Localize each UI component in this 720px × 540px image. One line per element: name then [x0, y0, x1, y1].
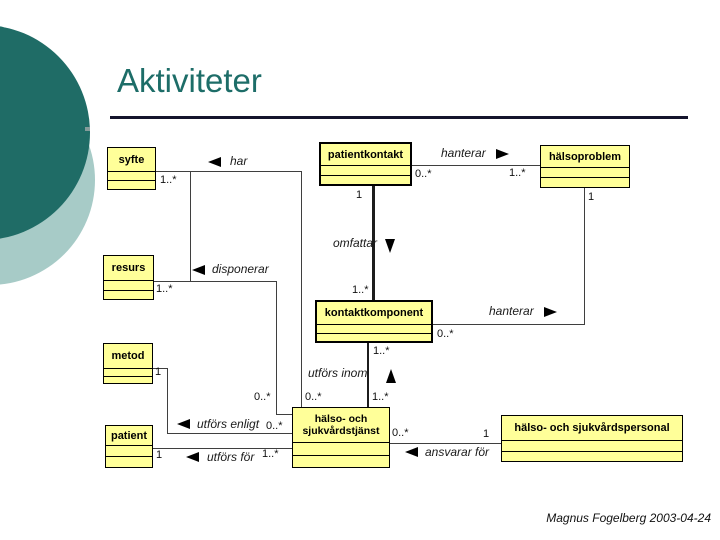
class-name-resurs: resurs	[111, 262, 146, 274]
line-hanterar-top	[412, 165, 540, 166]
class-name-halso-och-sjukvardspersonal: hälso- och sjukvårdspersonal	[514, 422, 670, 434]
line-ansvarar-for	[390, 443, 501, 444]
arrow-up-icon	[386, 369, 396, 383]
line-har-vertical	[301, 171, 302, 407]
attributes-compartment	[502, 440, 682, 451]
class-halsoproblem: hälsoproblem	[540, 145, 630, 188]
line-utfors-enligt-stub	[152, 368, 168, 369]
association-label-ansvarar-for: ansvarar för	[425, 445, 490, 459]
multiplicity-patient: 1	[156, 449, 163, 461]
arrow-right-icon	[496, 149, 509, 159]
class-resurs: resurs	[103, 255, 154, 300]
attributes-compartment	[541, 167, 629, 177]
association-label-utfors-enligt: utförs enligt	[197, 417, 260, 431]
class-name-halsoproblem: hälsoproblem	[548, 150, 622, 163]
operations-compartment	[108, 180, 155, 189]
attributes-compartment	[108, 171, 155, 180]
association-label-omfattar: omfattar	[333, 236, 378, 250]
multiplicity-metod: 1	[155, 366, 162, 378]
multiplicity-tjanst-disponerar: 0..*	[254, 391, 271, 403]
arrow-left-icon	[186, 452, 199, 462]
arrow-down-icon	[385, 239, 395, 253]
association-label-hanterar-top: hanterar	[441, 146, 486, 160]
multiplicity-patientkontakt-omfattar: 1	[356, 189, 363, 201]
attributes-compartment	[104, 368, 152, 376]
operations-compartment	[321, 174, 410, 185]
arrow-left-icon	[177, 419, 190, 429]
multiplicity-tjanst-ansvarar: 0..*	[392, 427, 409, 439]
class-patient: patient	[105, 425, 153, 468]
multiplicity-kontaktkomponent-omfattar: 1..*	[352, 284, 369, 296]
line-utfors-for	[152, 448, 292, 449]
multiplicity-halsoproblem-hanterar: 1..*	[509, 167, 526, 179]
operations-compartment	[293, 454, 389, 468]
multiplicity-personal-ansvarar: 1	[483, 428, 490, 440]
operations-compartment	[317, 332, 431, 342]
class-patientkontakt: patientkontakt	[319, 142, 412, 186]
artifact-dot	[85, 127, 90, 131]
class-name-halso-och-sjukvardstjanst: hälso- och sjukvårdstjänst	[302, 413, 380, 437]
multiplicity-patientkontakt-hanterar: 0..*	[415, 168, 432, 180]
line-disponerar-elbow	[276, 414, 293, 415]
operations-compartment	[104, 375, 152, 384]
attributes-compartment	[293, 442, 389, 455]
arrow-left-icon	[192, 265, 205, 275]
class-name-patient: patient	[110, 429, 148, 442]
class-metod: metod	[103, 343, 153, 384]
slide-title: Aktiviteter	[117, 62, 262, 99]
class-halso-och-sjukvardstjanst: hälso- och sjukvårdstjänst	[292, 407, 390, 468]
multiplicity-tjanst-har: 0..*	[305, 391, 322, 403]
class-name-syfte: syfte	[118, 153, 145, 166]
line-disponerar-vertical	[276, 281, 277, 415]
multiplicity-tjanst-utfors-inom: 1..*	[372, 391, 389, 403]
line-utfors-inom	[367, 343, 369, 407]
operations-compartment	[541, 177, 629, 187]
class-halso-och-sjukvardspersonal: hälso- och sjukvårdspersonal	[501, 415, 683, 462]
line-utfors-enligt-horizontal	[167, 433, 292, 434]
multiplicity-resurs: 1..*	[156, 283, 173, 295]
multiplicity-halsoproblem-hanterar-right: 1	[588, 191, 595, 203]
association-label-har: har	[230, 154, 248, 168]
attributes-compartment	[106, 445, 152, 456]
class-syfte: syfte	[107, 147, 156, 190]
line-har-horizontal	[156, 171, 302, 172]
association-label-utfors-inom: utförs inom	[308, 366, 368, 380]
multiplicity-tjanst-utfors-for: 1..*	[262, 448, 279, 460]
attributes-compartment	[321, 165, 410, 175]
operations-compartment	[106, 456, 152, 467]
multiplicity-syfte: 1..*	[160, 174, 177, 186]
slide-footer: Magnus Fogelberg 2003-04-24	[546, 511, 711, 525]
multiplicity-kontaktkomponent-hanterar: 0..*	[437, 328, 454, 340]
operations-compartment	[502, 450, 682, 462]
arrow-left-icon	[208, 157, 221, 167]
multiplicity-tjanst-utfors-enligt: 0..*	[266, 420, 283, 432]
line-har-branch	[190, 172, 191, 282]
arrow-right-icon	[544, 307, 557, 317]
line-omfattar	[372, 186, 375, 300]
title-underline	[110, 116, 688, 119]
class-name-metod: metod	[111, 350, 145, 362]
multiplicity-kontaktkomponent-utfors-inom: 1..*	[373, 345, 390, 357]
line-hanterar-right-vertical	[584, 187, 585, 325]
association-label-disponerar: disponerar	[212, 262, 269, 276]
line-utfors-enligt-vertical	[167, 368, 168, 434]
operations-compartment	[104, 289, 153, 300]
line-disponerar-horizontal	[154, 281, 277, 282]
attributes-compartment	[317, 324, 431, 333]
attributes-compartment	[104, 280, 153, 290]
class-kontaktkomponent: kontaktkomponent	[315, 300, 433, 343]
line-hanterar-right-horizontal	[433, 324, 585, 325]
association-label-utfors-for: utförs för	[207, 450, 255, 464]
class-name-patientkontakt: patientkontakt	[327, 148, 404, 161]
class-name-kontaktkomponent: kontaktkomponent	[324, 307, 424, 319]
association-label-hanterar-right: hanterar	[489, 304, 534, 318]
arrow-left-icon	[405, 447, 418, 457]
